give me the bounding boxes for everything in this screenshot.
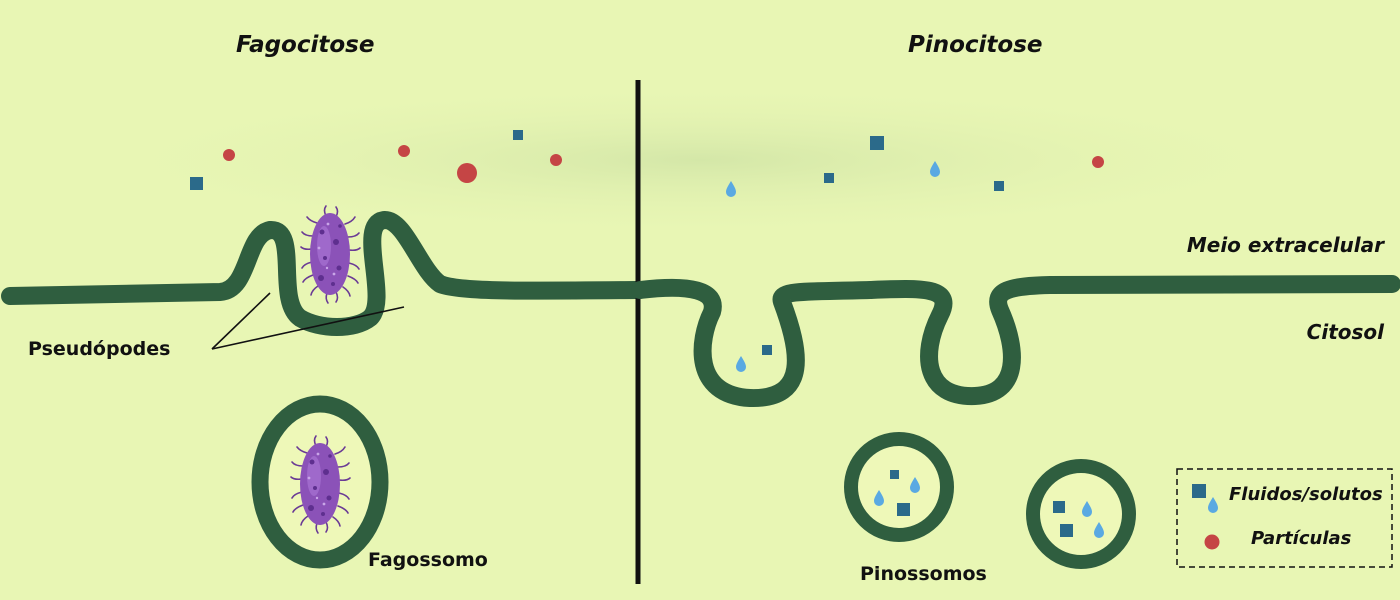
extracellular-glow [50,80,1350,240]
pinosome-vesicle [1026,459,1136,569]
particle-dot-icon [398,145,410,157]
solute-square-icon [1053,501,1065,513]
particle-dot-icon [550,154,562,166]
title-pinocytosis: Pinocitose [908,32,1043,58]
bacterium-icon [300,205,361,304]
phagocytosis-membrane [1,211,649,336]
pinocytosis-membrane [631,275,1400,408]
label-cytosol: Citosol [1306,320,1384,344]
particle-dot-icon [1204,534,1220,550]
particle-dot-icon [1092,156,1104,168]
legend-label-particles: Partículas [1251,528,1352,549]
label-pseudopods: Pseudópodes [28,338,171,360]
solute-square-icon [897,503,910,516]
solute-square-icon [762,345,772,355]
solute-square-icon [824,173,834,183]
solute-square-icon [890,470,899,479]
pseudopods-pointer [211,292,405,350]
legend-box [1176,468,1393,568]
solute-square-icon [1060,524,1073,537]
legend-label-fluids: Fluidos/solutos [1229,484,1383,505]
pinosome-vesicle [844,432,954,542]
label-pinosomes: Pinossomos [860,563,987,585]
solute-square-icon [1192,484,1206,498]
solute-square-icon [190,177,203,190]
particle-dot-icon [457,163,477,183]
solute-square-icon [513,130,523,140]
label-extracellular: Meio extracelular [1186,233,1384,257]
solute-square-icon [870,136,884,150]
label-phagosome: Fagossomo [368,549,488,571]
particle-dot-icon [223,149,235,161]
droplet-icon [1208,497,1218,513]
droplet-icon [736,356,746,372]
solute-square-icon [994,181,1004,191]
title-phagocytosis: Fagocitose [236,32,375,58]
